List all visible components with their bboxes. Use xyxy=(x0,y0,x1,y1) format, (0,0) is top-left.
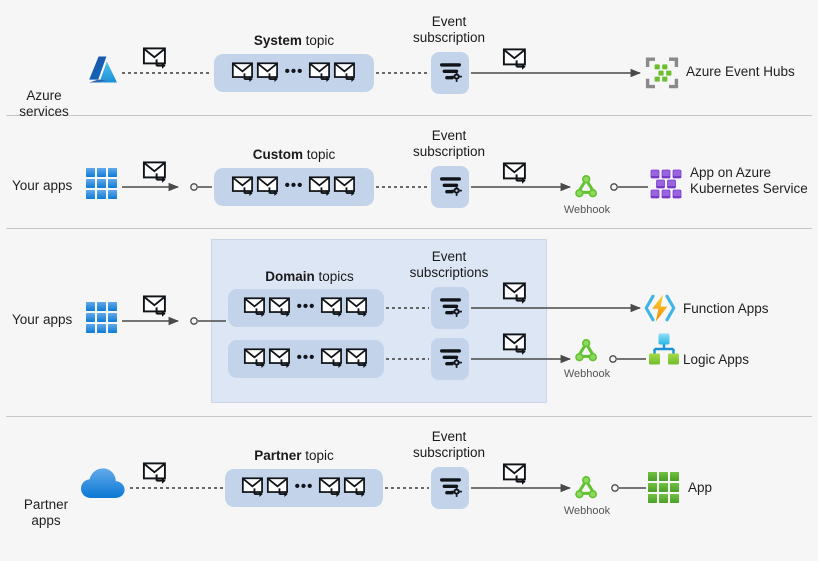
partner-subscription-box xyxy=(431,467,469,509)
envelope-arrow-icon xyxy=(502,48,527,71)
custom-topic-box: ••• xyxy=(214,168,374,206)
filter-gear-icon xyxy=(439,297,462,317)
section-divider-3 xyxy=(6,416,812,417)
domain-subscription-box-2 xyxy=(431,338,469,380)
azure-kubernetes-service-icon xyxy=(650,169,682,199)
envelope-arrow-icon xyxy=(256,176,279,197)
section-divider-2 xyxy=(6,228,812,229)
envelope-arrow-icon xyxy=(502,282,527,305)
webhook-icon xyxy=(575,338,597,362)
envelope-arrow-icon xyxy=(334,176,357,197)
envelope-arrow-icon xyxy=(346,297,369,318)
partner-topic-title: Partner topic xyxy=(254,448,334,463)
envelope-arrow-icon xyxy=(309,62,332,83)
envelope-arrow-icon xyxy=(142,47,167,70)
custom-subscription-title: Event subscription xyxy=(412,128,486,159)
system-destination-label: Azure Event Hubs xyxy=(686,64,795,79)
event-grid-diagram: Azure services System topic ••• Event su… xyxy=(0,0,818,528)
envelope-arrow-icon xyxy=(231,62,254,83)
ellipsis-dots: ••• xyxy=(294,478,314,495)
domain-destination-label-2: Logic Apps xyxy=(683,352,750,367)
domain-destination-label-1: Function Apps xyxy=(683,301,769,316)
filter-gear-icon xyxy=(439,176,462,196)
envelope-arrow-icon xyxy=(321,348,344,369)
domain-topics-title: Domain topics xyxy=(265,269,354,284)
ellipsis-dots: ••• xyxy=(284,63,304,80)
logic-apps-icon xyxy=(649,333,679,365)
custom-topic-row: Your apps Custom topic ••• xyxy=(0,116,818,228)
webhook-icon xyxy=(575,475,597,499)
envelope-arrow-icon xyxy=(266,477,289,498)
envelope-arrow-icon xyxy=(142,295,167,318)
envelope-arrow-icon xyxy=(319,477,342,498)
envelope-arrow-icon xyxy=(334,62,357,83)
envelope-arrow-icon xyxy=(346,348,369,369)
envelope-arrow-icon xyxy=(309,176,332,197)
envelope-arrow-icon xyxy=(344,477,367,498)
envelope-arrow-icon xyxy=(502,333,527,356)
domain-source-label: Your apps xyxy=(12,312,73,327)
envelope-arrow-icon xyxy=(243,348,266,369)
envelope-arrow-icon xyxy=(321,297,344,318)
envelope-arrow-icon xyxy=(268,348,291,369)
envelope-arrow-icon xyxy=(231,176,254,197)
domain-topic-row: Your apps Domain topics Event subscripti… xyxy=(0,229,818,416)
partner-topic-box: ••• xyxy=(225,469,383,507)
ellipsis-dots: ••• xyxy=(284,177,304,194)
apps-grid-green-icon xyxy=(648,472,679,503)
domain-topic-box-2: ••• xyxy=(228,340,384,378)
partner-source-label: Partner apps xyxy=(23,497,69,528)
system-subscription-title: Event subscription xyxy=(412,14,486,45)
custom-topic-title: Custom topic xyxy=(252,147,336,162)
system-topic-title: System topic xyxy=(253,33,335,48)
custom-source-label: Your apps xyxy=(12,178,73,193)
envelope-arrow-icon xyxy=(243,297,266,318)
partner-subscription-title: Event subscription xyxy=(412,429,486,460)
custom-destination-label: App on Azure Kubernetes Service xyxy=(690,165,808,196)
domain-subscription-box-1 xyxy=(431,287,469,329)
envelope-arrow-icon xyxy=(256,62,279,83)
system-topic-box: ••• xyxy=(214,54,374,92)
apps-grid-blue-icon xyxy=(86,168,117,199)
partner-webhook-label: Webhook xyxy=(563,505,611,517)
filter-gear-icon xyxy=(439,348,462,368)
filter-gear-icon xyxy=(439,62,462,82)
domain-subscriptions-title: Event subscriptions xyxy=(409,249,489,280)
system-topic-row: Azure services System topic ••• Event su… xyxy=(0,0,818,119)
cloud-icon xyxy=(81,468,125,498)
partner-topic-row: Partner apps Partner topic ••• Event sub… xyxy=(0,417,818,528)
envelope-arrow-icon xyxy=(241,477,264,498)
apps-grid-blue-icon xyxy=(86,302,117,333)
filter-gear-icon xyxy=(439,477,462,497)
function-apps-icon xyxy=(644,294,676,322)
envelope-arrow-icon xyxy=(142,161,167,184)
azure-event-hubs-icon xyxy=(645,57,679,89)
domain-topic-box-1: ••• xyxy=(228,289,384,327)
envelope-arrow-icon xyxy=(502,463,527,486)
custom-webhook-label: Webhook xyxy=(563,204,611,216)
ellipsis-dots: ••• xyxy=(296,349,316,366)
ellipsis-dots: ••• xyxy=(296,298,316,315)
envelope-arrow-icon xyxy=(502,162,527,185)
webhook-icon xyxy=(575,174,597,198)
envelope-arrow-icon xyxy=(268,297,291,318)
domain-webhook-label: Webhook xyxy=(563,368,611,380)
envelope-arrow-icon xyxy=(142,462,167,485)
section-divider-1 xyxy=(6,115,812,116)
azure-logo-icon xyxy=(89,56,117,83)
custom-subscription-box xyxy=(431,166,469,208)
partner-destination-label: App xyxy=(688,480,713,495)
system-subscription-box xyxy=(431,52,469,94)
system-source-label: Azure services xyxy=(19,88,69,119)
